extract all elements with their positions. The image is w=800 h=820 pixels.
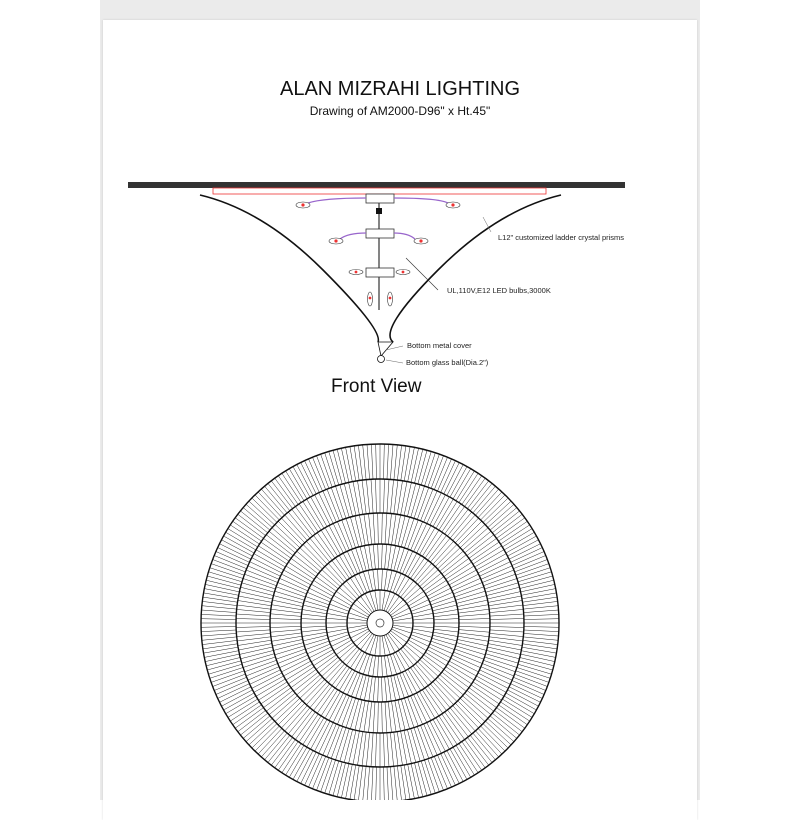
bottom-metal-cover [377,341,394,357]
ceiling-plate [128,182,625,188]
document-title: ALAN MIZRAHI LIGHTING [279,78,521,100]
annotation-glass-ball: Bottom glass ball(Dia.2") [406,358,489,367]
front-view-label: Front View [331,376,422,397]
ring-3 [300,543,460,703]
prism-radial-lines [201,444,559,800]
ring-0 [366,609,394,637]
ring-4 [269,512,491,734]
left-prism-curve [199,194,380,343]
ring-2 [325,568,435,678]
annotation-bulbs: UL,110V,E12 LED bulbs,3000K [447,286,551,295]
annotation-prisms: L12" customized ladder crystal prisms [498,233,625,242]
front-view-drawing [128,182,625,800]
led-bulbs-icon [295,201,461,307]
right-prism-curve [389,194,562,343]
ring-1 [346,589,414,657]
ring-5 [235,478,525,768]
document-subtitle: Drawing of AM2000-D96" x Ht.45" [309,104,491,118]
ring-6 [200,443,560,800]
top-view-drawing [200,443,560,800]
bottom-glass-ball [377,355,385,363]
canopy-outline [212,187,547,195]
annotation-metal-cover: Bottom metal cover [407,341,472,350]
document-page: ALAN MIZRAHI LIGHTING Drawing of AM2000-… [103,20,697,820]
center-ball [375,618,385,628]
